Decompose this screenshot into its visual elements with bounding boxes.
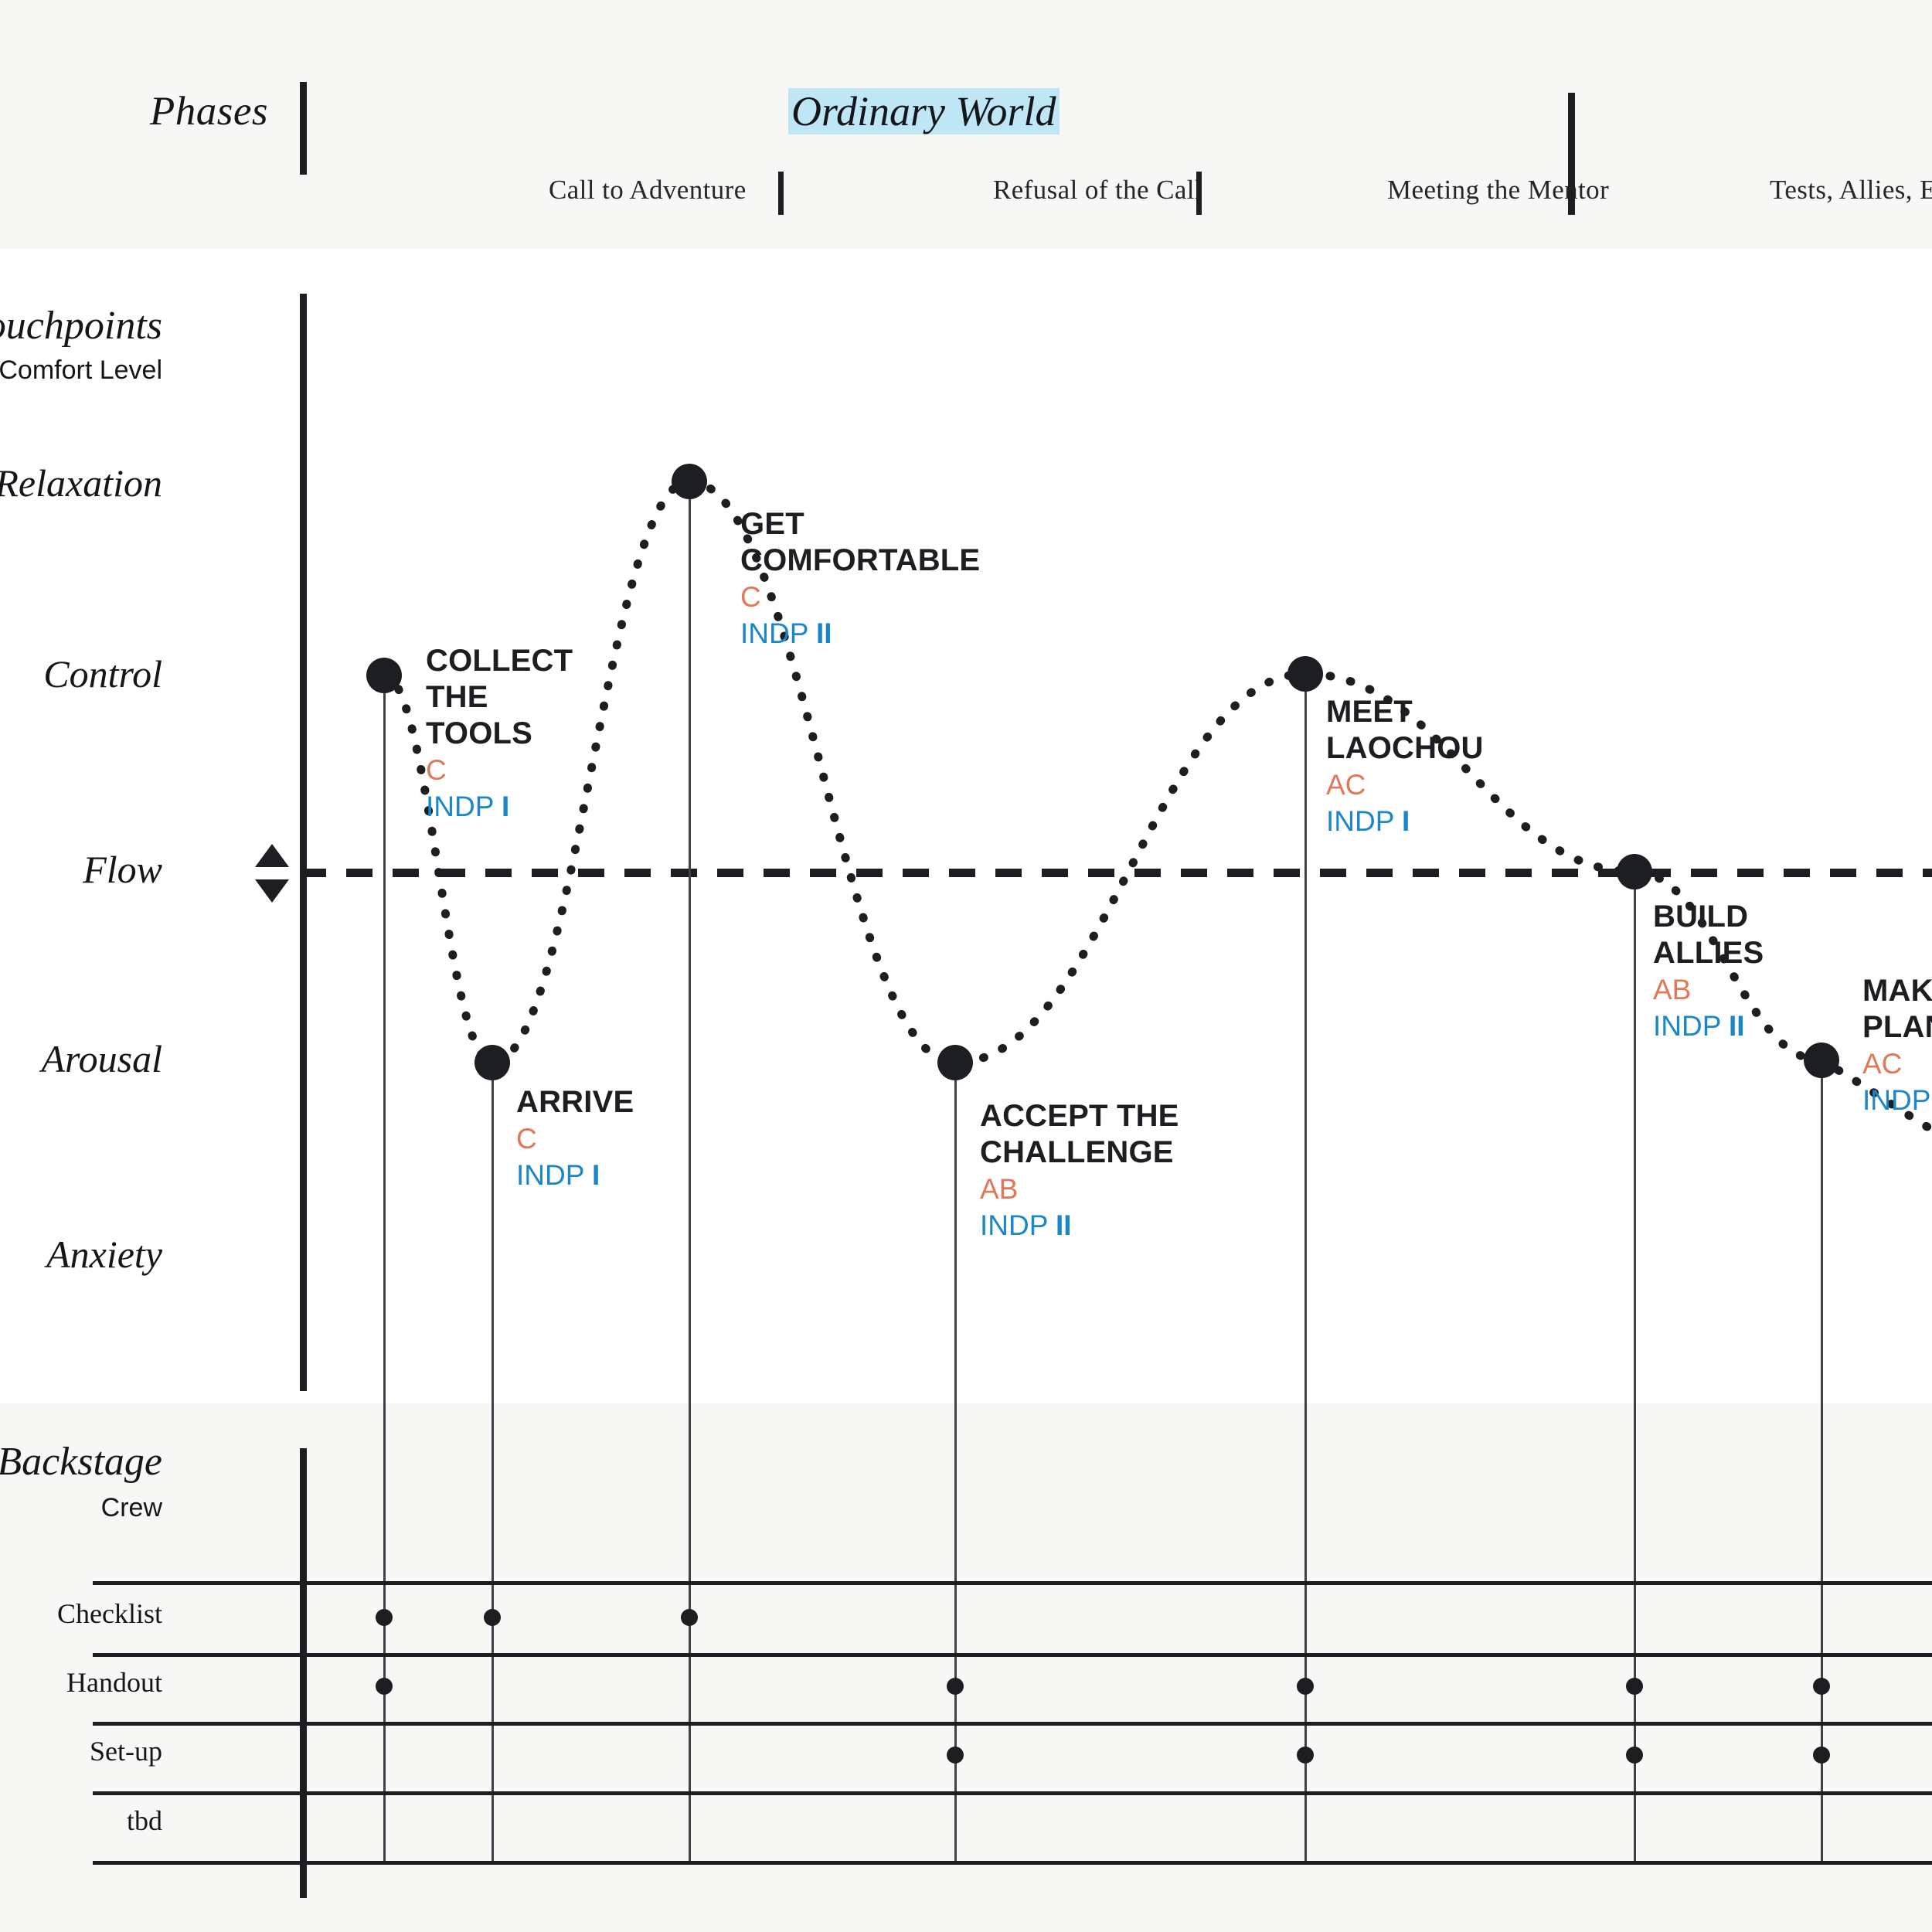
backstage-dot[interactable] [947, 1747, 964, 1764]
phase-step-3[interactable]: Tests, Allies, Enemies [1770, 175, 1932, 205]
touchpoint-name: BUILD ALLIES [1653, 900, 1764, 970]
touchpoint-indp-number: I [1402, 805, 1410, 837]
backstage-row-label-tbd: tbd [126, 1805, 162, 1836]
touchpoint-stem-2 [689, 481, 691, 1861]
backstage-dot[interactable] [1813, 1678, 1830, 1695]
backstage-row-label-set-up: Set-up [90, 1736, 162, 1767]
backstage-band [0, 1403, 1932, 1932]
touchpoint-indp: INDP II [980, 1209, 1072, 1241]
backstage-divider-bottom [300, 1597, 307, 1898]
touchpoint-label[interactable]: ARRIVE C INDP I [516, 1084, 634, 1193]
touchpoint-code: AC [1862, 1048, 1903, 1080]
touchpoint-indp: INDP II [1653, 1010, 1745, 1042]
touchpoint-label[interactable]: MAKE PLAN AC INDP [1862, 973, 1932, 1118]
touchpoint-stem-1 [492, 1063, 494, 1861]
touchpoint-node[interactable] [366, 658, 402, 693]
touchpoint-code: C [740, 581, 761, 613]
touchpoint-label[interactable]: MEET LAOCHOU AC INDP I [1326, 694, 1484, 839]
touchpoint-node[interactable] [937, 1045, 973, 1080]
backstage-dot[interactable] [1297, 1678, 1314, 1695]
y-axis-line [300, 294, 307, 1391]
phase-divider-1 [778, 172, 784, 215]
y-tick-arousal: Arousal [41, 1037, 163, 1080]
phase-title: Ordinary World [788, 87, 1060, 135]
backstage-dot[interactable] [1813, 1747, 1830, 1764]
backstage-hline-0 [93, 1581, 1932, 1585]
y-tick-flow: Flow [83, 848, 162, 891]
touchpoint-node[interactable] [1617, 854, 1652, 889]
touchpoint-label[interactable]: BUILD ALLIES AB INDP II [1653, 899, 1764, 1044]
phase-step-0[interactable]: Call to Adventure [549, 175, 747, 205]
touchpoint-node[interactable] [474, 1045, 510, 1080]
backstage-row-label-handout: Handout [66, 1667, 162, 1698]
touchpoint-code: C [426, 754, 447, 786]
backstage-hline-3 [93, 1791, 1932, 1795]
touchpoint-indp: INDP [1862, 1084, 1931, 1116]
touchpoint-stem-6 [1821, 1060, 1823, 1861]
touchpoint-indp: INDP II [740, 617, 832, 649]
touchpoint-node[interactable] [1804, 1043, 1839, 1078]
touchpoint-label[interactable]: ACCEPT THE CHALLENGE AB INDP II [980, 1098, 1179, 1243]
touchpoint-indp-number: I [592, 1159, 600, 1191]
arrow-up-icon [255, 844, 289, 867]
touchpoint-stem-5 [1634, 872, 1636, 1861]
flow-baseline [300, 869, 1932, 877]
touchpoint-indp: INDP I [516, 1159, 600, 1191]
touchpoint-indp: INDP I [1326, 805, 1410, 837]
backstage-dot[interactable] [681, 1609, 698, 1626]
touchpoint-name: ACCEPT THE CHALLENGE [980, 1099, 1179, 1169]
touchpoint-code: C [516, 1123, 537, 1155]
backstage-dot[interactable] [484, 1609, 501, 1626]
touchpoint-label[interactable]: GET COMFORTABLE C INDP II [740, 506, 980, 651]
backstage-dot[interactable] [947, 1678, 964, 1695]
y-tick-anxiety: Anxiety [46, 1233, 162, 1276]
backstage-dot[interactable] [376, 1609, 393, 1626]
up-down-arrow-icon [255, 844, 289, 903]
touchpoint-node[interactable] [672, 464, 707, 499]
touchpoint-code: AB [980, 1173, 1019, 1205]
touchpoint-indp-number: II [816, 617, 832, 649]
touchpoint-indp-number: I [502, 791, 510, 822]
touchpoint-indp: INDP I [426, 791, 510, 822]
backstage-title: Backstage [0, 1440, 162, 1484]
touchpoint-name: GET COMFORTABLE [740, 507, 981, 577]
phases-divider-main [300, 82, 307, 175]
touchpoint-indp-number: II [1056, 1209, 1072, 1241]
y-tick-relaxation: Relaxation [0, 461, 162, 505]
touchpoint-code: AB [1653, 974, 1692, 1005]
backstage-hline-4 [93, 1861, 1932, 1865]
phase-step-1[interactable]: Refusal of the Call [993, 175, 1203, 205]
phase-title-text: Ordinary World [788, 88, 1060, 134]
phase-divider-2 [1196, 172, 1202, 215]
y-tick-control: Control [43, 652, 162, 696]
arrow-down-icon [255, 879, 289, 903]
backstage-divider-top [300, 1448, 307, 1662]
backstage-hline-1 [93, 1653, 1932, 1657]
touchpoint-name: MEET LAOCHOU [1326, 695, 1484, 765]
touchpoint-code: AC [1326, 769, 1366, 801]
touchpoint-stem-0 [383, 675, 386, 1861]
touchpoint-stem-3 [954, 1063, 957, 1861]
touchpoint-stem-4 [1304, 674, 1307, 1861]
phase-divider-3 [1568, 93, 1575, 215]
backstage-dot[interactable] [1297, 1747, 1314, 1764]
touchpoint-indp-number: II [1729, 1010, 1745, 1042]
touchpoints-title: Touchpoints [0, 304, 162, 348]
backstage-hline-2 [93, 1722, 1932, 1726]
touchpoint-node[interactable] [1287, 656, 1323, 692]
backstage-row-label-checklist: Checklist [57, 1598, 162, 1629]
touchpoints-band [0, 249, 1932, 1403]
backstage-dot[interactable] [376, 1678, 393, 1695]
backstage-subtitle: Crew [100, 1493, 162, 1522]
backstage-dot[interactable] [1626, 1747, 1643, 1764]
touchpoint-name: ARRIVE [516, 1085, 634, 1119]
touchpoint-name: MAKE PLAN [1862, 974, 1932, 1044]
phase-step-2[interactable]: Meeting the Mentor [1387, 175, 1610, 205]
touchpoints-subtitle: By Comfort Level [0, 355, 162, 385]
phases-section-label: Phases [149, 89, 268, 134]
touchpoint-label[interactable]: COLLECT THE TOOLS C INDP I [426, 643, 573, 825]
backstage-dot[interactable] [1626, 1678, 1643, 1695]
touchpoint-name: COLLECT THE TOOLS [426, 644, 573, 750]
